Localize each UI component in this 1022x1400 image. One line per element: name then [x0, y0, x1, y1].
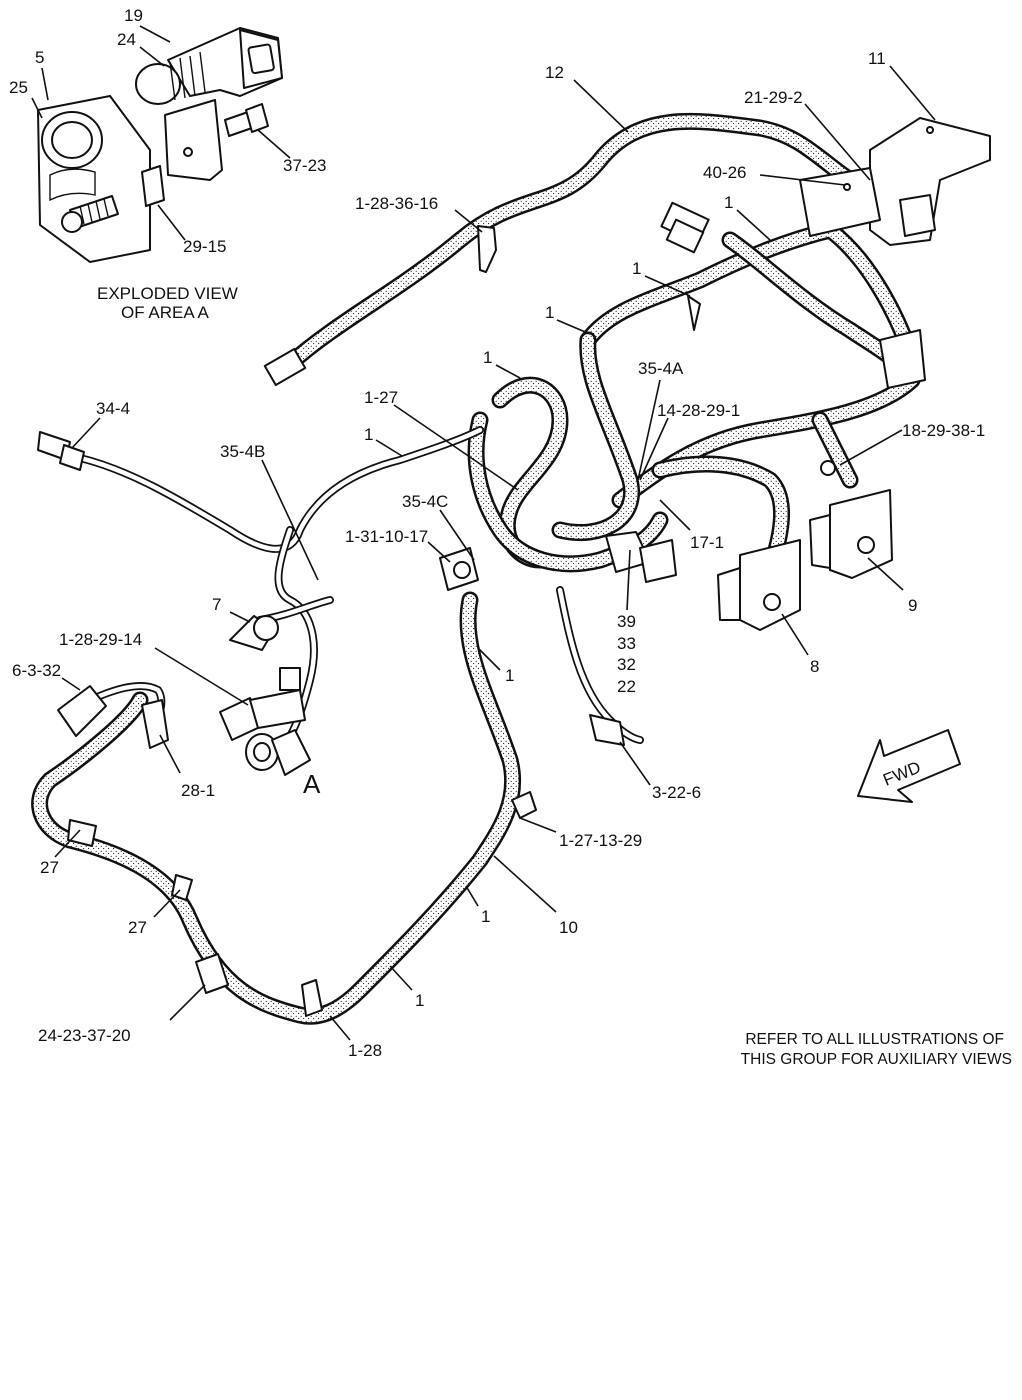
- callout-28-1: 28-1: [181, 781, 215, 800]
- callout-9: 9: [908, 596, 917, 615]
- callout-1-31-10-17: 1-31-10-17: [345, 527, 428, 546]
- callout-34-4: 34-4: [96, 399, 130, 418]
- callout-35-4b: 35-4B: [220, 442, 265, 461]
- callout-6-3-32: 6-3-32: [12, 661, 61, 680]
- callout-21-29-2: 21-29-2: [744, 88, 803, 107]
- exploded-view-area-a: 19 24 5 25 37-23 29-15 EXPLODED VIEW OF …: [9, 6, 326, 322]
- callout-1-f: 1: [505, 666, 514, 685]
- callout-19: 19: [124, 6, 143, 25]
- callout-35-4a: 35-4A: [638, 359, 684, 378]
- callout-14-28-29-1: 14-28-29-1: [657, 401, 740, 420]
- callout-27-a: 27: [40, 858, 59, 877]
- callout-24-23-37-20: 24-23-37-20: [38, 1026, 131, 1045]
- callout-17-1: 17-1: [690, 533, 724, 552]
- callout-8: 8: [810, 657, 819, 676]
- components: [37, 117, 991, 1017]
- callout-1-27-13-29: 1-27-13-29: [559, 831, 642, 850]
- auxiliary-views-note: REFER TO ALL ILLUSTRATIONS OF THIS GROUP…: [741, 1031, 1012, 1068]
- callout-3-22-6: 3-22-6: [652, 783, 701, 802]
- callout-25: 25: [9, 78, 28, 97]
- callout-11: 11: [868, 49, 886, 68]
- callout-18-29-38-1: 18-29-38-1: [902, 421, 985, 440]
- callout-1-28: 1-28: [348, 1041, 382, 1060]
- exploded-view-caption-line2: OF AREA A: [121, 303, 210, 322]
- callout-1-28-36-16: 1-28-36-16: [355, 194, 438, 213]
- callout-32: 32: [617, 655, 636, 674]
- callout-24: 24: [117, 30, 136, 49]
- callout-33: 33: [617, 634, 636, 653]
- note-line2: THIS GROUP FOR AUXILIARY VIEWS: [741, 1051, 1012, 1068]
- forward-arrow: FWD: [857, 729, 961, 803]
- callout-27-b: 27: [128, 918, 147, 937]
- callout-1-c: 1: [545, 303, 554, 322]
- callout-10: 10: [559, 918, 578, 937]
- callout-22: 22: [617, 677, 636, 696]
- callout-1-b: 1: [632, 259, 641, 278]
- callout-1-d: 1: [483, 348, 492, 367]
- callout-12: 12: [545, 63, 564, 82]
- callout-1-28-29-14: 1-28-29-14: [59, 630, 142, 649]
- callout-1-e: 1: [364, 425, 373, 444]
- callout-labels: 12 11 21-29-2 40-26 1-28-36-16 1 1 1 1 3…: [12, 49, 985, 1060]
- leader-lines: [54, 65, 936, 1041]
- note-line1: REFER TO ALL ILLUSTRATIONS OF: [745, 1031, 1004, 1048]
- callout-7: 7: [212, 595, 221, 614]
- callout-37-23: 37-23: [283, 156, 326, 175]
- exploded-view-caption-line1: EXPLODED VIEW: [97, 284, 238, 303]
- callout-1-g: 1: [481, 907, 490, 926]
- callout-29-15: 29-15: [183, 237, 226, 256]
- callout-1-h: 1: [415, 991, 424, 1010]
- callout-40-26: 40-26: [703, 163, 746, 182]
- callout-39: 39: [617, 612, 636, 631]
- callout-1-27: 1-27: [364, 388, 398, 407]
- area-a-marker: A: [303, 769, 321, 799]
- callout-5: 5: [35, 48, 44, 67]
- callout-1-a: 1: [724, 193, 733, 212]
- callout-35-4c: 35-4C: [402, 492, 448, 511]
